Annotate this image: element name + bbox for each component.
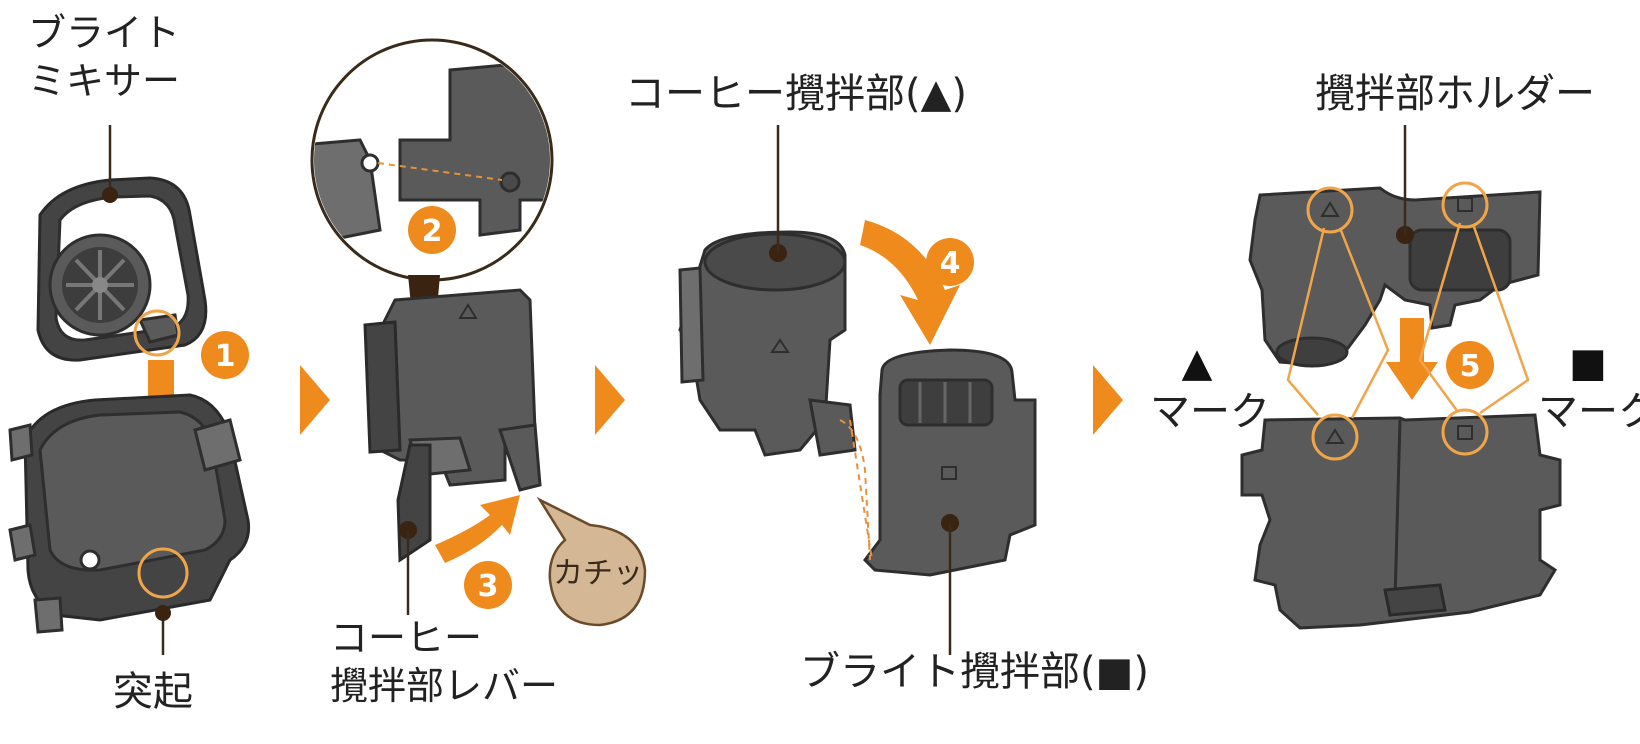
- mixer-housing-part: [8, 393, 251, 634]
- triangle-mark-symbol: ▲: [1182, 340, 1213, 386]
- step-5-badge: 5: [1446, 341, 1494, 389]
- flow-arrow-2: [595, 365, 625, 435]
- label-holder: 攪拌部ホルダー: [1315, 71, 1595, 117]
- svg-text:3: 3: [478, 569, 499, 604]
- assemble-arrow: [1386, 318, 1438, 400]
- step-3-badge: 3: [464, 561, 512, 609]
- coffee-mixing-part: [678, 230, 857, 457]
- click-bubble: カチッ: [536, 496, 647, 627]
- svg-text:2: 2: [422, 214, 443, 249]
- protrusion-highlight-ring: [137, 547, 189, 599]
- svg-text:1: 1: [215, 339, 236, 374]
- label-triangle-mark: マーク: [1150, 389, 1270, 435]
- bright-mixer-part: [36, 176, 208, 362]
- coffee-mixer-with-lever: [363, 288, 542, 563]
- panel-2: 2 3 カチッ: [310, 38, 647, 627]
- hook-highlight-ring: [133, 309, 181, 357]
- step-4-badge: 4: [926, 238, 974, 286]
- mixer-holder-part: [1248, 186, 1542, 368]
- svg-text:5: 5: [1460, 349, 1481, 384]
- panel-3: 4: [678, 125, 1037, 655]
- click-sound-text: カチッ: [553, 556, 643, 591]
- svg-text:4: 4: [940, 246, 961, 281]
- label-protrusion: 突起: [113, 669, 193, 715]
- step-2-badge: 2: [408, 206, 456, 254]
- label-bright-mixer: ブライト ミキサー: [28, 11, 181, 103]
- zoom-detail: 2: [310, 38, 554, 282]
- label-square-mark: マーク: [1538, 389, 1640, 435]
- insert-arrow: [860, 220, 960, 345]
- step-1-badge: 1: [201, 331, 249, 379]
- label-bright-mixing: ブライト攪拌部(■): [800, 649, 1150, 695]
- flow-arrow-3: [1093, 365, 1123, 435]
- assembled-mixers-part: [1240, 413, 1562, 630]
- flow-arrow-1: [300, 365, 330, 435]
- panel-4: ▲ ■ 5: [1182, 125, 1607, 630]
- label-coffee-mixer: コーヒー攪拌部(▲): [625, 71, 967, 117]
- label-coffee-lever: コーヒー 攪拌部レバー: [330, 616, 559, 708]
- push-arrow: [435, 495, 520, 563]
- bright-mixing-part: [863, 348, 1037, 577]
- square-mark-symbol: ■: [1569, 340, 1607, 386]
- panel-1: 1: [8, 125, 251, 655]
